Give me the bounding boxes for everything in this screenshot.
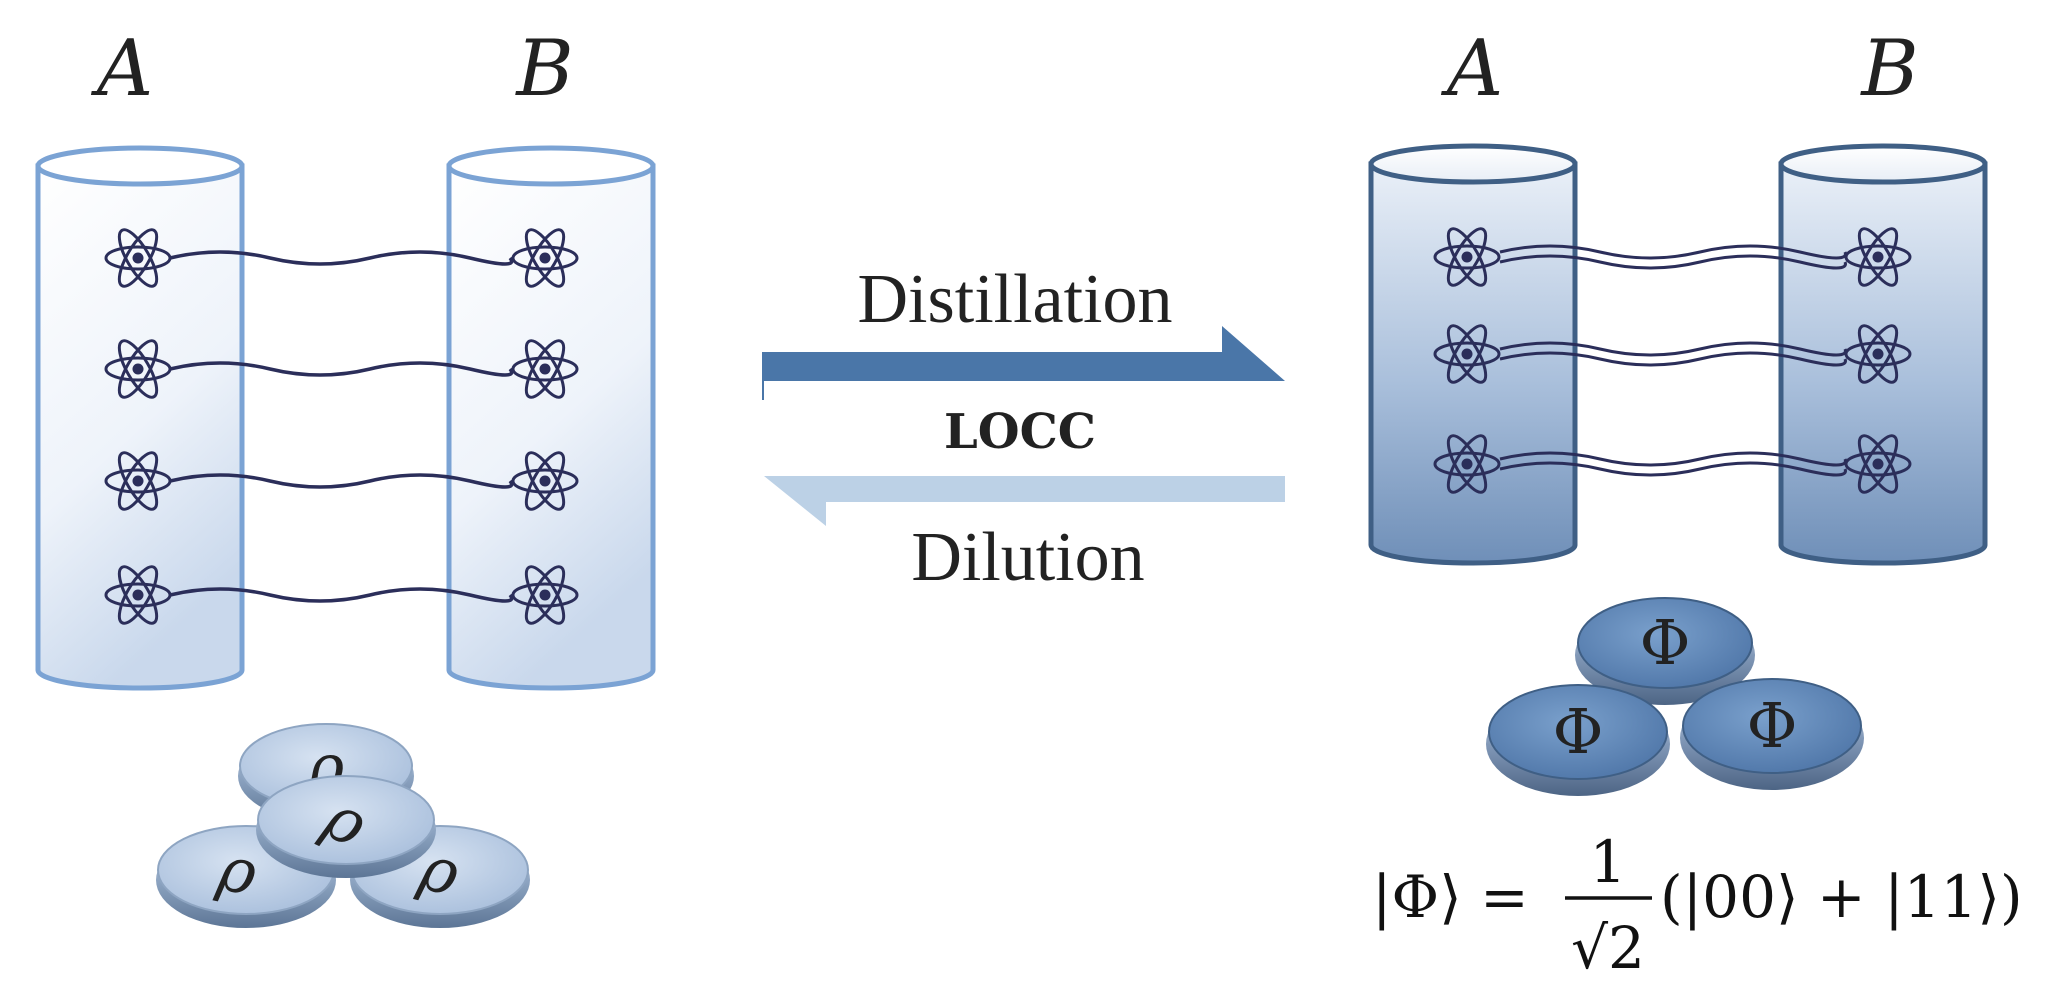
rho-coin: ρ: [156, 825, 336, 928]
phi-coin: Φ: [1680, 678, 1864, 790]
coin-label: Φ: [1747, 689, 1798, 762]
entanglement-links-left: [169, 250, 514, 603]
phi-coin: Φ: [1575, 597, 1755, 705]
bell-state-equation: |Φ⟩ = 1 √2 (|00⟩ + |11⟩): [1372, 828, 2023, 982]
phi-coin-stack: Φ Φ Φ: [1486, 597, 1864, 796]
party-b-label-left: B: [514, 24, 573, 114]
coin-label: Φ: [1553, 695, 1604, 768]
equation-numerator: 1: [1590, 828, 1627, 896]
phi-coin: Φ: [1486, 684, 1670, 796]
cylinder-b-left: [446, 145, 656, 691]
party-a-label-right: A: [1441, 24, 1503, 114]
entanglement-links-right: [1499, 244, 1847, 477]
rho-coin-stack: ρ ρ ρ ρ: [156, 723, 530, 928]
cylinder-a-left: [35, 145, 245, 691]
distillation-arrow: [762, 326, 1285, 400]
dilution-label: Dilution: [911, 519, 1144, 596]
party-a-label-left: A: [91, 24, 153, 114]
distillation-label: Distillation: [858, 261, 1173, 338]
rho-coin: ρ: [256, 775, 436, 878]
coin-label: Φ: [1640, 606, 1691, 679]
equation-denominator: √2: [1571, 914, 1645, 982]
dilution-arrow: [764, 476, 1285, 526]
equation-rhs: (|00⟩ + |11⟩): [1660, 863, 2023, 931]
party-b-label-right: B: [1859, 24, 1918, 114]
equation-lhs: |Φ⟩ =: [1372, 863, 1529, 931]
locc-label: LOCC: [944, 404, 1096, 460]
